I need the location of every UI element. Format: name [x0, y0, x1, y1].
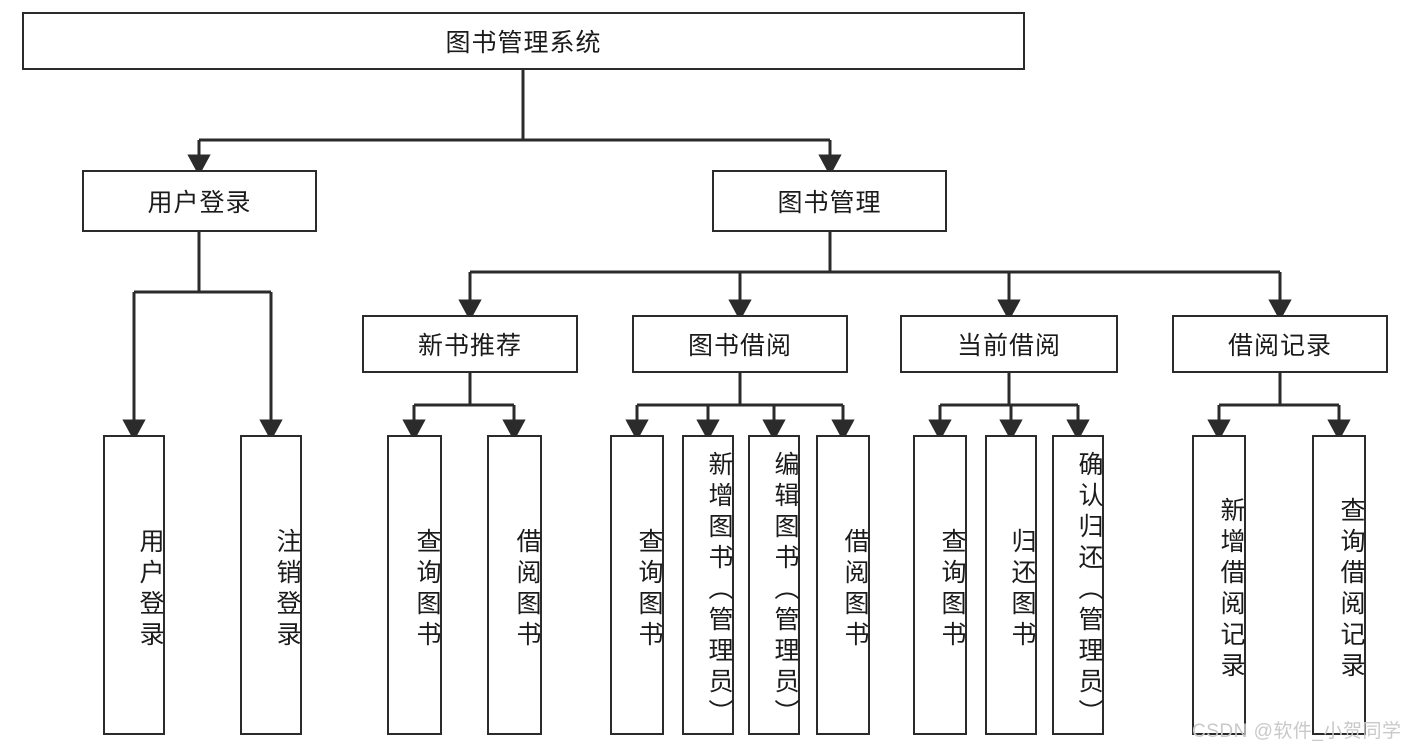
node-level3-book-borrow[interactable]: 图书借阅: [632, 315, 848, 373]
node-leaf-label: 注销登录: [273, 528, 301, 652]
node-root[interactable]: 图书管理系统: [22, 12, 1025, 70]
node-leaf-label: 归还图书: [1008, 528, 1036, 652]
node-leaf-edit-book-admin[interactable]: 编辑图书（管理员）: [748, 435, 800, 735]
node-leaf-label: 查询图书: [635, 528, 663, 652]
node-leaf-label: 查询图书: [938, 528, 966, 652]
node-level3-new-book-recommend[interactable]: 新书推荐: [362, 315, 578, 373]
node-leaf-logout[interactable]: 注销登录: [240, 435, 302, 735]
node-leaf-label: 查询借阅记录: [1337, 497, 1365, 683]
node-leaf-query-book-borrow[interactable]: 查询图书: [610, 435, 664, 735]
node-leaf-query-book-recommend[interactable]: 查询图书: [387, 435, 442, 735]
node-leaf-label: 新增借阅记录: [1217, 497, 1245, 683]
node-leaf-add-book-admin[interactable]: 新增图书（管理员）: [682, 435, 734, 735]
node-leaf-query-borrow-record[interactable]: 查询借阅记录: [1312, 435, 1366, 735]
node-leaf-borrow-book-recommend[interactable]: 借阅图书: [487, 435, 542, 735]
node-leaf-label: 借阅图书: [513, 528, 541, 652]
node-level3-borrow-record[interactable]: 借阅记录: [1172, 315, 1388, 373]
node-leaf-confirm-return-admin[interactable]: 确认归还（管理员）: [1052, 435, 1104, 735]
node-leaf-label: 新增图书（管理员）: [705, 450, 733, 730]
node-leaf-return-book[interactable]: 归还图书: [985, 435, 1037, 735]
node-leaf-query-book-current[interactable]: 查询图书: [913, 435, 967, 735]
node-leaf-label: 编辑图书（管理员）: [771, 450, 799, 730]
node-level2-book-management[interactable]: 图书管理: [712, 170, 947, 232]
node-leaf-label: 借阅图书: [841, 528, 869, 652]
node-leaf-add-borrow-record[interactable]: 新增借阅记录: [1192, 435, 1246, 735]
node-leaf-user-login[interactable]: 用户登录: [103, 435, 165, 735]
node-leaf-borrow-book[interactable]: 借阅图书: [816, 435, 870, 735]
node-level3-current-borrow[interactable]: 当前借阅: [900, 315, 1118, 373]
node-leaf-label: 确认归还（管理员）: [1075, 450, 1103, 730]
watermark: CSDN @软件_小贺同学: [1192, 721, 1402, 742]
node-leaf-label: 用户登录: [136, 528, 164, 652]
node-leaf-label: 查询图书: [413, 528, 441, 652]
node-level2-user-login[interactable]: 用户登录: [82, 170, 317, 232]
